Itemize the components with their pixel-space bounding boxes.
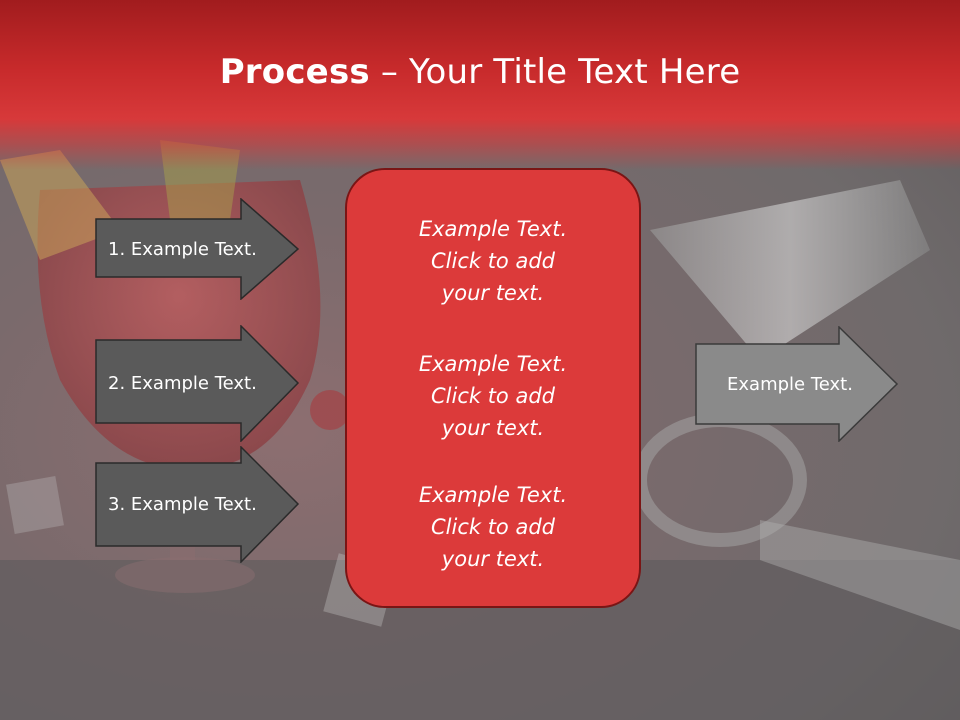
center-paragraph-2: Example Text. Click to add your text.: [347, 348, 639, 444]
left-arrow-2[interactable]: 2. Example Text.: [95, 325, 300, 442]
paragraph-line: Example Text.: [418, 217, 568, 241]
title-rest: – Your Title Text Here: [369, 52, 741, 92]
arrow-shape: [95, 446, 300, 563]
paragraph-line: Example Text.: [418, 483, 568, 507]
title-bold: Process: [219, 52, 370, 92]
paragraph-line: your text.: [441, 416, 545, 440]
left-arrow-1[interactable]: 1. Example Text.: [95, 198, 300, 300]
arrow-label: Example Text.: [727, 373, 853, 395]
arrow-shape: [695, 326, 899, 442]
paragraph-line: Example Text.: [418, 352, 568, 376]
left-arrow-3[interactable]: 3. Example Text.: [95, 446, 300, 563]
arrow-label: 3. Example Text.: [108, 494, 257, 515]
paragraph-line: Click to add: [430, 384, 555, 408]
paragraph-line: your text.: [441, 547, 545, 571]
paragraph-line: your text.: [441, 281, 545, 305]
title-band: [0, 0, 960, 170]
paragraph-line: Click to add: [430, 515, 555, 539]
center-text-box[interactable]: Example Text. Click to add your text. Ex…: [345, 168, 641, 608]
arrow-shape: [95, 325, 300, 442]
arrow-label: 2. Example Text.: [108, 373, 257, 394]
center-paragraph-3: Example Text. Click to add your text.: [347, 479, 639, 575]
paragraph-line: Click to add: [430, 249, 555, 273]
center-paragraph-1: Example Text. Click to add your text.: [347, 213, 639, 309]
right-arrow[interactable]: Example Text.: [695, 326, 899, 442]
arrow-shape: [95, 198, 300, 300]
slide-title[interactable]: Process – Your Title Text Here: [0, 52, 960, 92]
arrow-label: 1. Example Text.: [108, 238, 257, 260]
